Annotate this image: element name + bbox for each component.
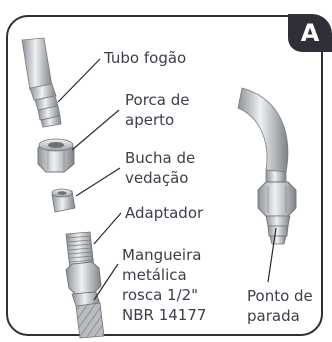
leader-bucha-de-vedacao — [75, 167, 121, 197]
panel-badge-letter: A — [300, 19, 320, 47]
leader-ponto-de-parada — [267, 227, 277, 283]
label-bucha-de-vedacao: Bucha de vedação — [125, 149, 196, 187]
sealing-bushing — [51, 188, 76, 213]
leader-porca-de-aperto — [71, 109, 120, 151]
label-mangueira-metalica: Mangueira metálica rosca 1/2" NBR 14177 — [122, 246, 207, 324]
leader-lines — [57, 58, 277, 301]
adapter-and-hose — [65, 231, 105, 339]
label-adaptador: Adaptador — [125, 204, 204, 222]
label-tubo-fogao: Tubo fogão — [104, 49, 187, 67]
stove-tube — [21, 37, 62, 128]
panel-badge: A — [288, 14, 332, 52]
leader-mangueira — [93, 263, 119, 301]
leader-adaptador — [93, 212, 122, 245]
bent-tube-assembly — [237, 87, 297, 245]
label-porca-de-aperto: Porca de aperto — [125, 91, 190, 129]
leader-tubo-fogao — [57, 58, 101, 103]
tightening-nut — [37, 138, 75, 173]
label-ponto-de-parada: Ponto de parada — [247, 287, 313, 325]
